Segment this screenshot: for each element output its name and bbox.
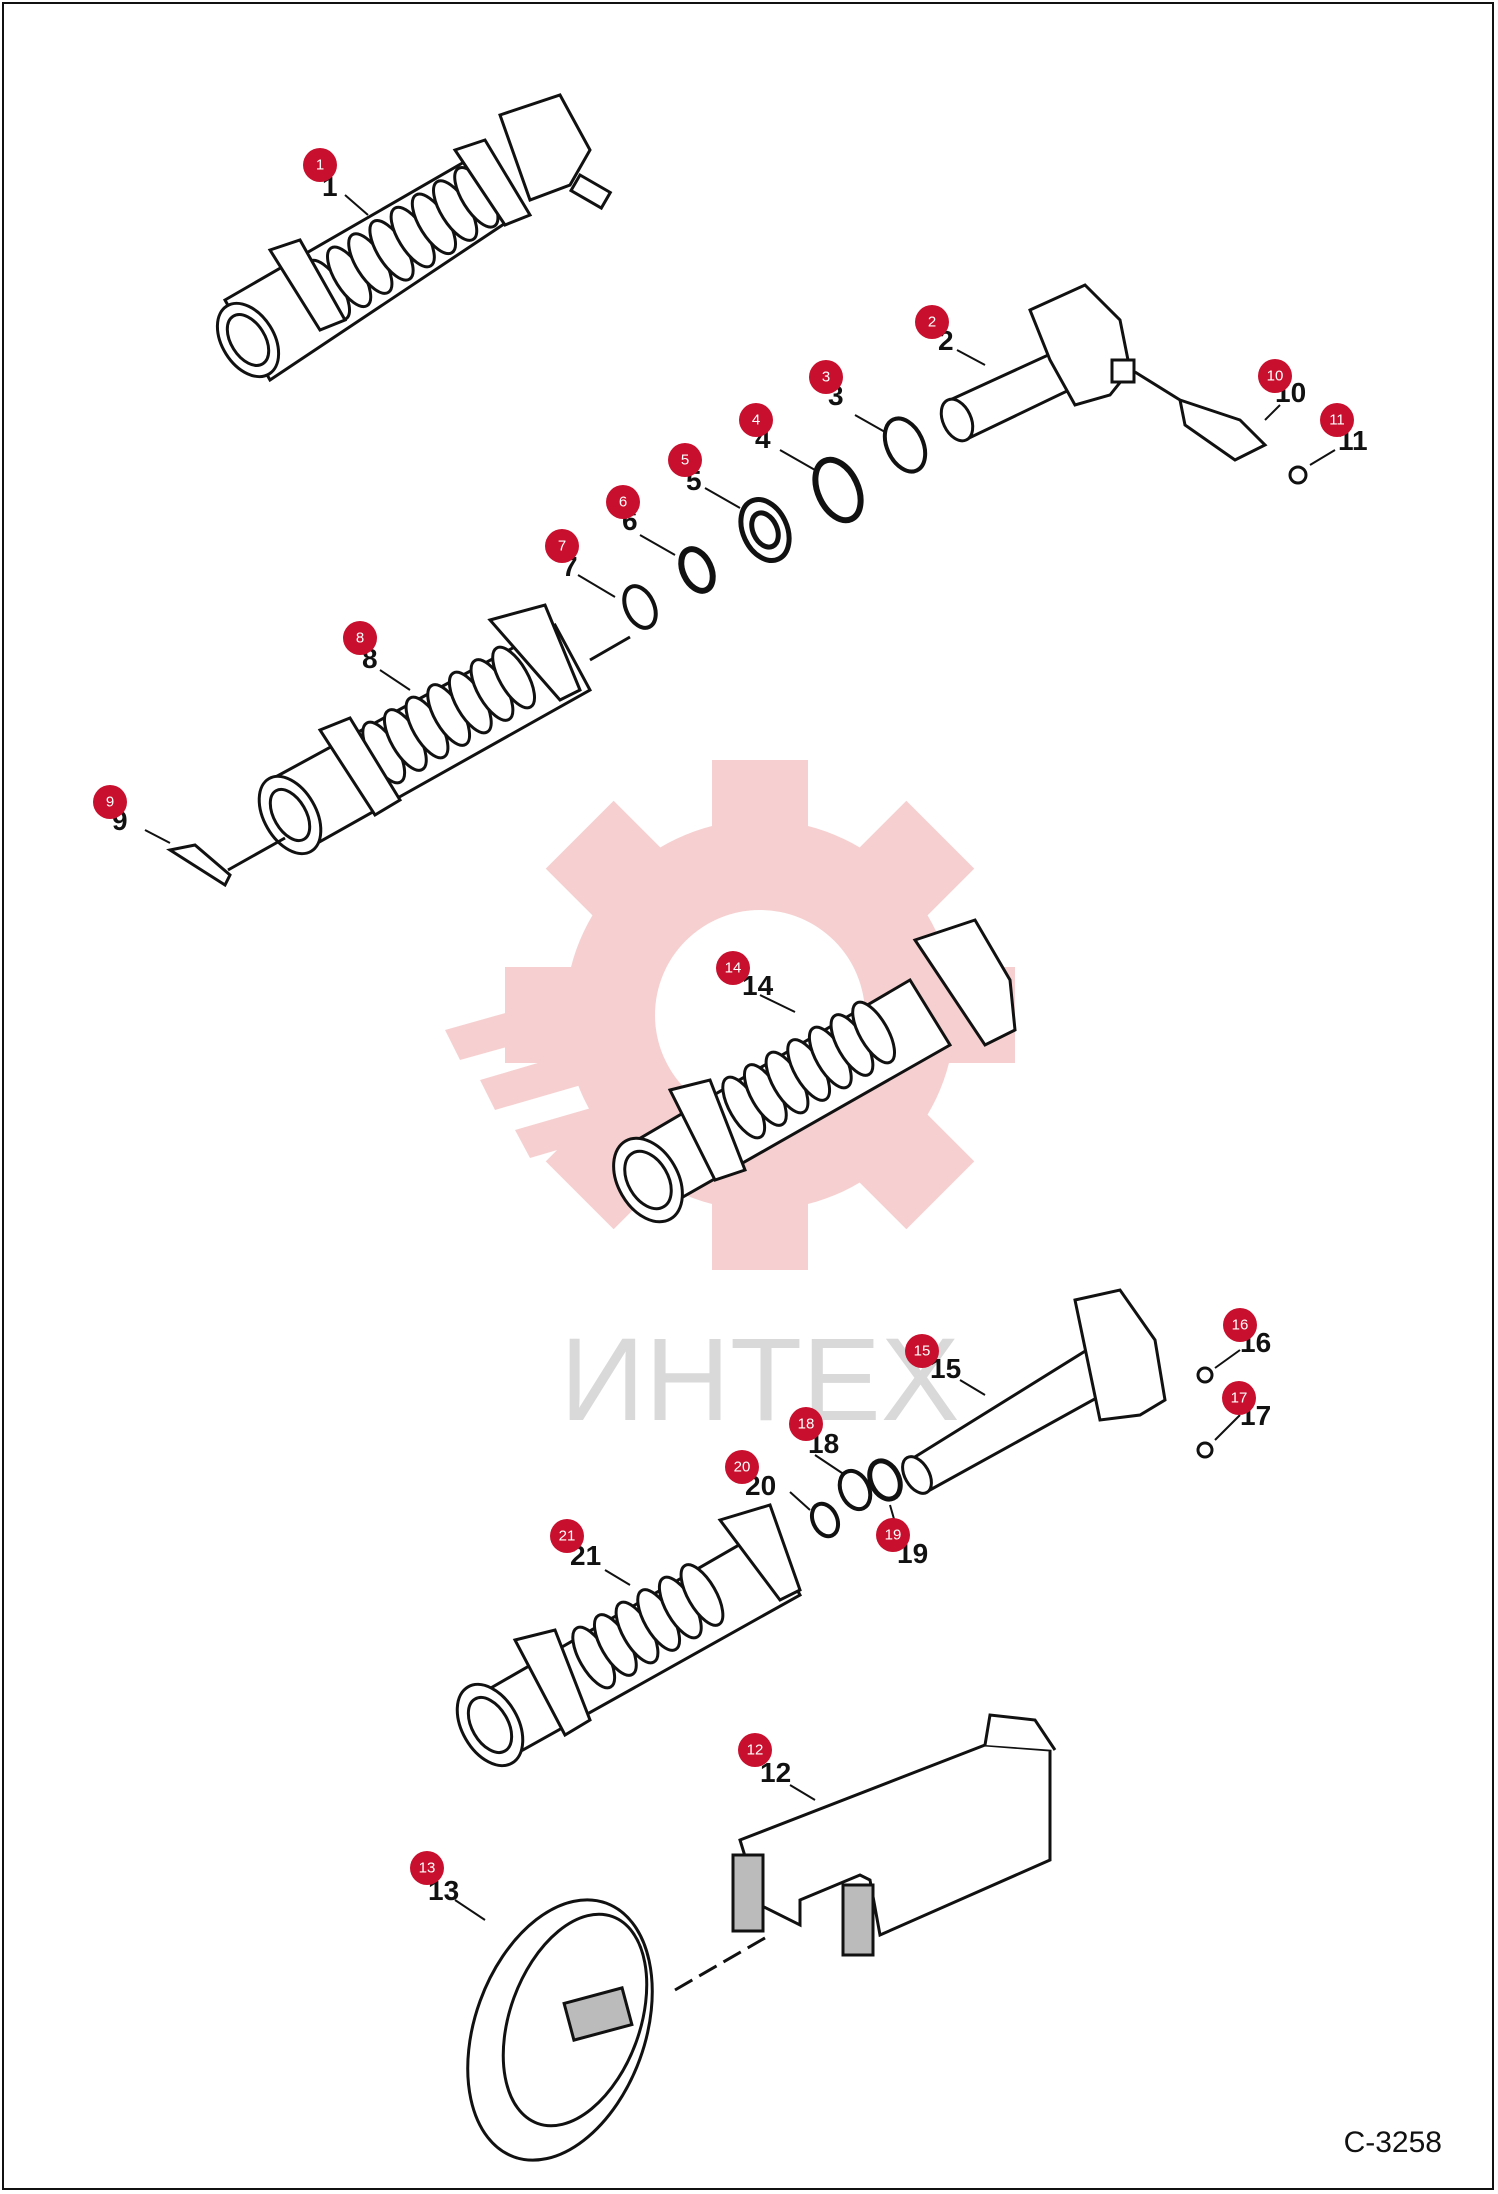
leader-lines: [144, 194, 1336, 1921]
callout-badge-1: [303, 148, 337, 182]
callout-badge-2: [915, 305, 949, 339]
part-20-drawing: [809, 1501, 841, 1539]
badge-number-20: 20: [734, 1459, 751, 1476]
watermark-text: ИНТЕХ: [560, 1314, 960, 1446]
callout-badge-18: [789, 1407, 823, 1441]
part-10-drawing: [1134, 370, 1268, 462]
part-16-drawing: [1196, 1366, 1214, 1384]
callout-14[interactable]: 14 14: [716, 951, 774, 1001]
callout-21[interactable]: 21 21: [550, 1519, 601, 1571]
badge-number-17: 17: [1231, 1390, 1248, 1407]
drawing-code: C-3258: [1343, 2126, 1442, 2159]
callout-10[interactable]: 10 10: [1258, 359, 1306, 408]
callout-4[interactable]: 4 4: [739, 403, 773, 454]
badge-number-19: 19: [885, 1527, 902, 1544]
part-14-drawing: [612, 918, 1017, 1224]
badge-number-10: 10: [1267, 368, 1284, 385]
badge-number-8: 8: [356, 630, 364, 647]
callout-5[interactable]: 5 5: [668, 443, 702, 496]
callout-7[interactable]: 7 7: [545, 529, 579, 582]
callout-badge-16: [1223, 1308, 1257, 1342]
callout-badge-15: [905, 1334, 939, 1368]
callout-badge-11: [1320, 403, 1354, 437]
badge-number-14: 14: [725, 960, 742, 977]
badge-number-13: 13: [419, 1860, 436, 1877]
callout-badge-5: [668, 443, 702, 477]
callout-9[interactable]: 9 9: [93, 785, 128, 836]
part-13-drawing: [466, 1898, 771, 2162]
part-11-drawing: [1288, 465, 1308, 485]
part-9-drawing: [166, 836, 286, 888]
part-3-drawing: [882, 416, 928, 474]
badge-number-4: 4: [752, 412, 760, 429]
badge-number-16: 16: [1232, 1317, 1249, 1334]
badge-number-15: 15: [914, 1343, 931, 1360]
callout-6[interactable]: 6 6: [606, 485, 640, 536]
badge-number-9: 9: [106, 794, 114, 811]
part-19-drawing: [867, 1458, 903, 1502]
callout-badge-8: [343, 621, 377, 655]
callout-8[interactable]: 8 8: [343, 621, 378, 674]
badge-number-21: 21: [559, 1528, 576, 1545]
callout-badge-6: [606, 485, 640, 519]
callout-badge-4: [739, 403, 773, 437]
badge-number-2: 2: [928, 314, 936, 331]
part-15-drawing: [901, 1288, 1167, 1495]
callout-badge-14: [716, 951, 750, 985]
callout-16[interactable]: 16 16: [1223, 1308, 1271, 1358]
callout-11[interactable]: 11 11: [1320, 403, 1368, 456]
part-18-drawing: [837, 1468, 873, 1512]
part-17-drawing: [1196, 1441, 1214, 1459]
badge-number-5: 5: [681, 452, 689, 469]
part-21-drawing: [455, 1503, 803, 1768]
callout-badge-12: [738, 1733, 772, 1767]
callout-badge-19: [876, 1518, 910, 1552]
badge-number-3: 3: [822, 369, 830, 386]
part-5-drawing: [738, 497, 792, 563]
part-2-drawing: [939, 283, 1136, 443]
part-4-drawing: [812, 456, 864, 524]
badge-number-12: 12: [747, 1742, 764, 1759]
callout-badge-17: [1222, 1381, 1256, 1415]
callout-badge-7: [545, 529, 579, 563]
badge-number-11: 11: [1329, 412, 1345, 429]
callout-badge-9: [93, 785, 127, 819]
callout-19[interactable]: 19 19: [876, 1518, 928, 1569]
callout-badge-13: [410, 1851, 444, 1885]
badge-number-6: 6: [619, 494, 627, 511]
callout-18[interactable]: 18 18: [789, 1407, 839, 1459]
callout-badge-21: [550, 1519, 584, 1553]
callout-badge-3: [809, 360, 843, 394]
badge-number-7: 7: [558, 538, 566, 555]
callout-3[interactable]: 3 3: [809, 360, 844, 411]
callout-12[interactable]: 12 12: [738, 1733, 791, 1788]
part-6-drawing: [678, 546, 716, 594]
badge-number-1: 1: [316, 157, 324, 174]
part-8-drawing: [257, 603, 631, 856]
badge-number-18: 18: [798, 1416, 815, 1433]
callout-15[interactable]: 15 15: [905, 1334, 961, 1384]
callout-17[interactable]: 17 17: [1222, 1381, 1271, 1431]
callout-13[interactable]: 13 13: [410, 1851, 459, 1906]
callout-badge-20: [725, 1450, 759, 1484]
callout-20[interactable]: 20 20: [725, 1450, 776, 1501]
part-12-drawing: [731, 1713, 1057, 1957]
callout-2[interactable]: 2 2: [915, 305, 954, 356]
part-7-drawing: [622, 584, 658, 630]
callout-badge-10: [1258, 359, 1292, 393]
part-1-drawing: [215, 93, 613, 383]
callout-1[interactable]: 1 1: [303, 148, 338, 202]
